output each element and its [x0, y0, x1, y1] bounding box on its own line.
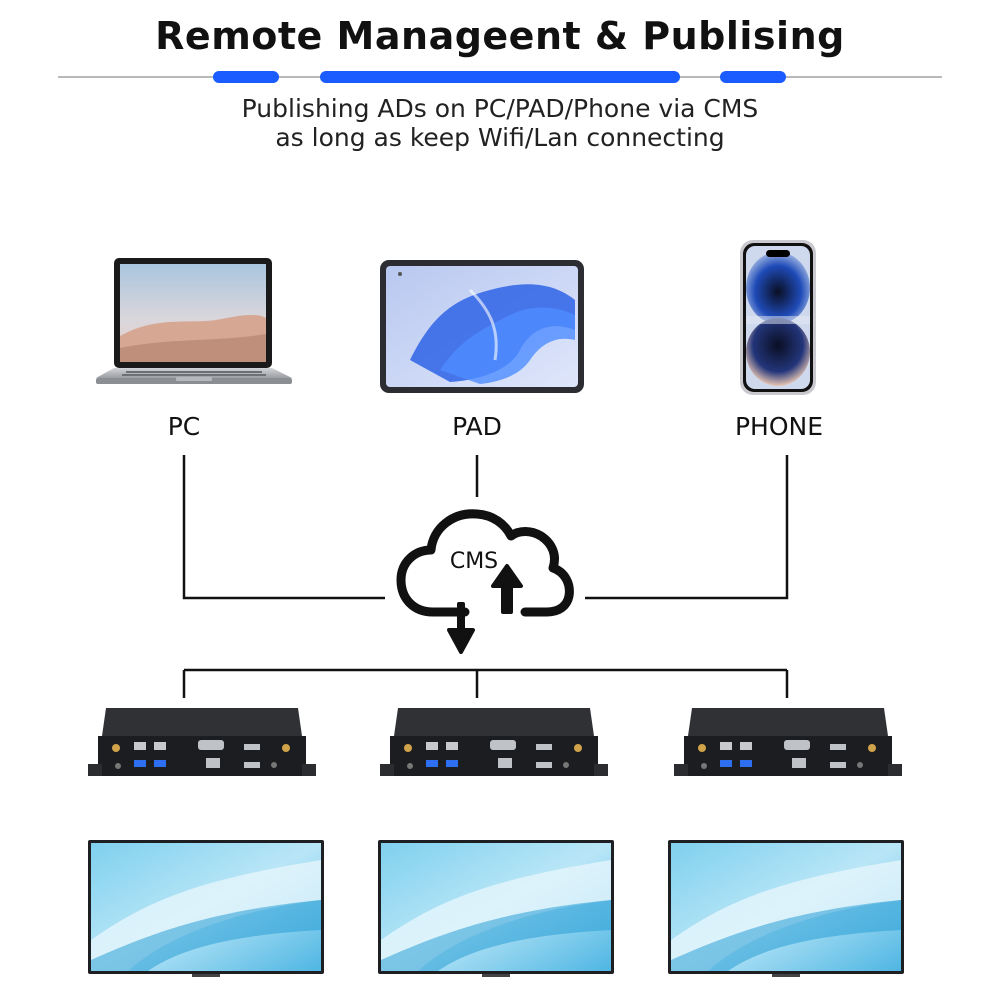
cloud-sync-icon [396, 509, 574, 654]
tv-display-icon [88, 840, 324, 977]
phone-icon [740, 240, 816, 395]
media-player-box-icon [88, 708, 316, 776]
header-divider [58, 71, 942, 83]
cms-label: CMS [449, 549, 499, 574]
tv-display-icon [378, 840, 614, 977]
subtitle-line-1: Publishing ADs on PC/PAD/Phone via CMS [241, 94, 759, 123]
source-label-pad: PAD [452, 412, 502, 441]
tv-display-icon [668, 840, 904, 977]
source-label-pc: PC [167, 412, 201, 441]
accent-bar-center [320, 71, 680, 83]
subtitle-line-2: as long as keep Wifi/Lan connecting [275, 123, 725, 152]
accent-dash-right [720, 71, 786, 83]
pc-to-cms-line [182, 455, 385, 600]
tablet-icon [380, 260, 584, 393]
source-label-phone: PHONE [734, 412, 824, 441]
page-title: Remote Manageent & Publising [155, 14, 845, 58]
laptop-icon [96, 258, 292, 384]
media-player-box-icon [380, 708, 608, 776]
media-player-box-icon [674, 708, 902, 776]
phone-to-cms-line [585, 455, 789, 600]
accent-dash-left [213, 71, 279, 83]
